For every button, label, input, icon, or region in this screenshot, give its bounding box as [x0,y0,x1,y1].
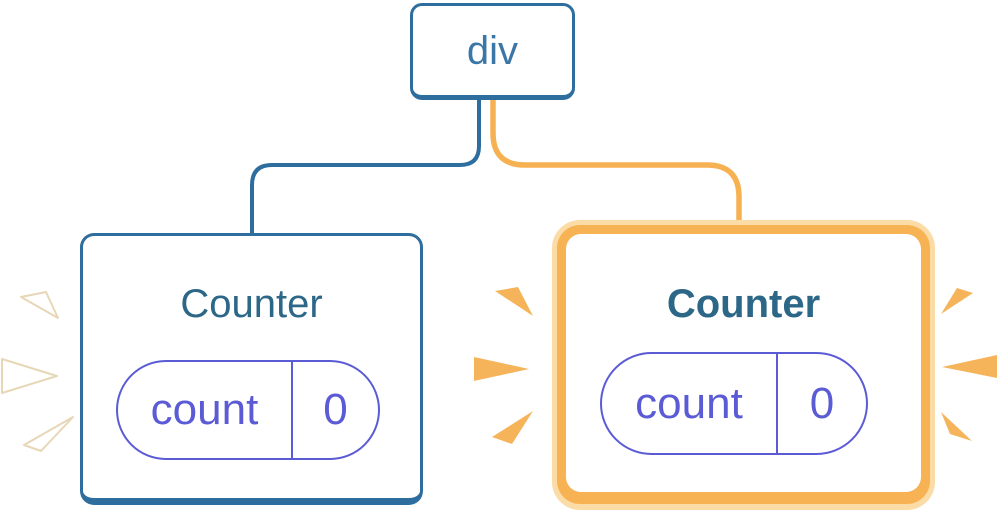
state-value-cell: 0 [778,354,866,453]
spark-icon [20,291,59,319]
spark-icon [495,287,533,316]
spark-burst-right [941,288,997,441]
edge-div-to-left-counter [250,97,481,236]
state-key-cell: count [118,362,293,458]
spark-icon [23,416,74,452]
node-counter-right: Counter count 0 [566,234,921,492]
state-key-cell: count [602,354,778,453]
node-counter-right-highlight-ring: Counter count 0 [557,225,930,504]
state-value-label: 0 [809,378,835,428]
spark-burst-middle [474,287,533,444]
state-value-cell: 0 [293,362,378,458]
spark-icon [941,412,972,441]
spark-icon [942,355,997,378]
counter-left-state-pill: count 0 [116,360,380,460]
state-value-label: 0 [323,385,348,434]
node-div: div [410,3,575,100]
state-key-label: count [635,378,743,428]
spark-icon [474,357,529,381]
counter-right-state-pill: count 0 [600,352,868,455]
counter-left-title: Counter [180,282,323,326]
counter-right-title: Counter [666,282,821,326]
spark-icon [492,411,533,444]
state-key-label: count [150,385,259,434]
edge-div-to-right-counter [490,97,742,232]
spark-burst-left [1,291,74,452]
node-counter-left: Counter count 0 [80,233,423,505]
spark-icon [1,358,58,394]
node-counter-right-highlight-halo: Counter count 0 [552,220,935,510]
spark-icon [941,288,973,314]
node-div-label: div [466,28,519,73]
edge-div-to-right-counter-casing [482,97,750,223]
